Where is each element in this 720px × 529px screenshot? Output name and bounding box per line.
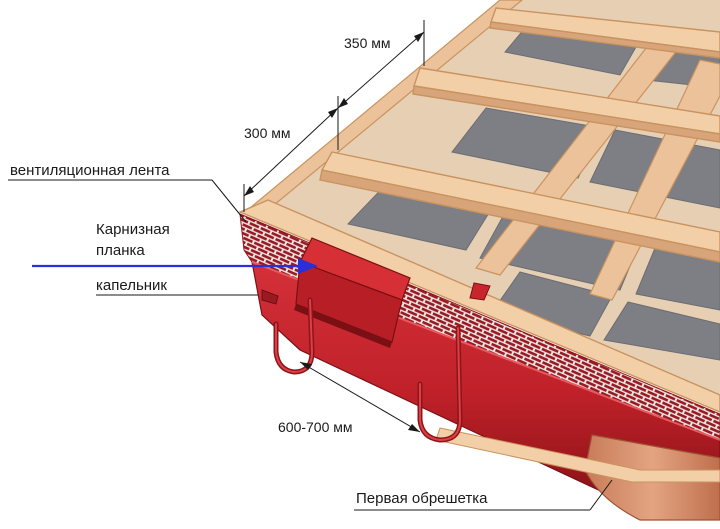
label-ventilation-tape: вентиляционная лента	[10, 162, 170, 179]
label-eave-strip-line2: планка	[96, 242, 145, 259]
label-first-batten: Первая обрешетка	[356, 490, 488, 507]
leader-lines	[8, 179, 613, 511]
batten-top	[490, 7, 720, 53]
batten-2	[413, 67, 720, 135]
dimension-350mm: 350 мм	[344, 35, 391, 51]
gutter-hook-left-inner	[275, 299, 314, 374]
label-eave-strip-line1: Карнизная	[96, 221, 170, 238]
label-drip-edge: капельник	[96, 277, 167, 294]
dimension-600-700mm: 600-700 мм	[278, 419, 353, 435]
drip-edge-tab	[261, 289, 279, 305]
dimension-arrowheads	[244, 32, 424, 432]
gutter-hook-right-inner	[419, 327, 462, 442]
eave-clip	[469, 282, 491, 301]
dimension-lines	[243, 20, 425, 433]
batten-3	[320, 151, 720, 253]
battens	[319, 7, 720, 263]
eave-board-top	[238, 199, 720, 413]
eave-strip-arrow	[32, 258, 318, 274]
eave-strip	[294, 237, 411, 348]
dimension-300mm: 300 мм	[244, 125, 291, 141]
